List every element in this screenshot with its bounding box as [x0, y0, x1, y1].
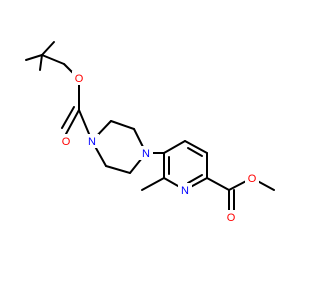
bond — [25, 54, 43, 61]
atom-label-nitrogen: N — [88, 136, 96, 148]
bond — [141, 177, 165, 191]
atom-label-oxygen: O — [227, 212, 236, 224]
atom-label-nitrogen: N — [142, 148, 150, 160]
bond — [184, 140, 208, 154]
bond — [41, 54, 65, 65]
bond — [187, 147, 203, 157]
bond — [206, 177, 230, 191]
bond — [163, 140, 186, 154]
bond — [187, 174, 203, 184]
structure-canvas: O O N N N O O — [25, 41, 275, 224]
bond-group — [25, 41, 275, 215]
atom-label-oxygen: O — [75, 73, 84, 85]
atom-label-group: O O N N N O O — [59, 71, 259, 224]
atom-label-oxygen: O — [248, 173, 257, 185]
atom-label-oxygen: O — [62, 136, 71, 148]
bond — [65, 109, 80, 135]
bond — [39, 54, 43, 71]
molecule-diagram: O O N N N O O — [25, 41, 275, 224]
atom-label-nitrogen: N — [181, 185, 189, 197]
bond — [41, 41, 55, 56]
bond — [61, 106, 75, 129]
bond — [110, 120, 135, 130]
bond — [105, 165, 131, 174]
